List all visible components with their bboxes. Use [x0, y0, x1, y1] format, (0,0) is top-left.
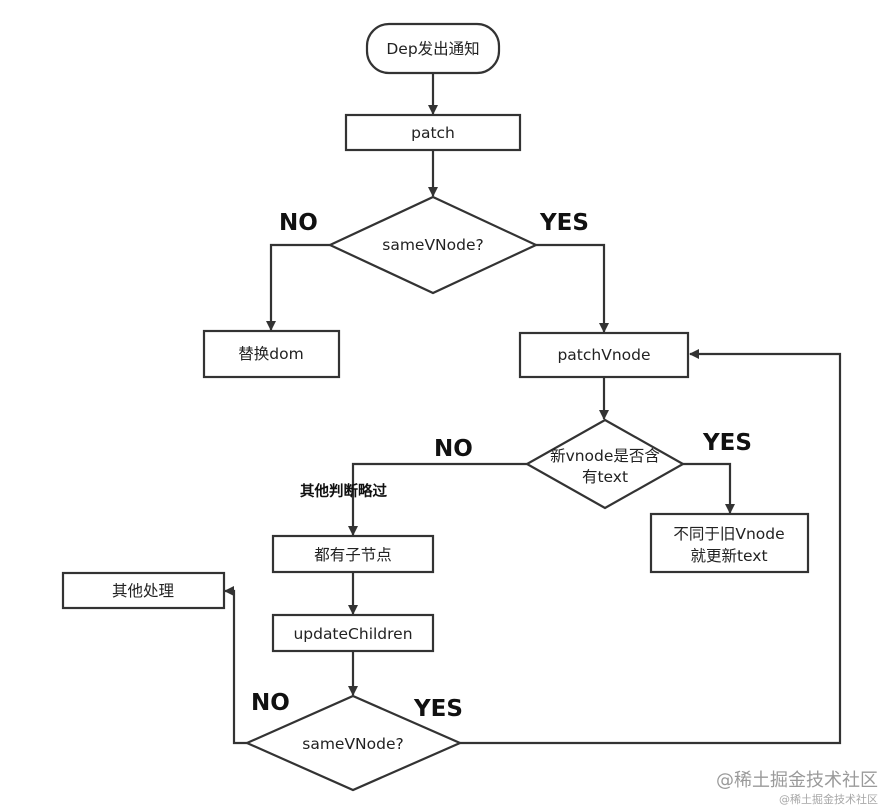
node-update-text-label-line-2: 就更新text	[690, 547, 767, 565]
node-start-label: Dep发出通知	[386, 40, 479, 58]
node-same-vnode-1-label: sameVNode?	[382, 236, 484, 254]
node-other-handling: 其他处理	[61, 571, 226, 610]
watermark-sub-text: @稀土掘金技术社区	[779, 792, 878, 806]
edge-decision-2-no	[224, 586, 247, 745]
node-same-vnode-2: sameVNode?	[244, 694, 463, 792]
node-update-children-label: updateChildren	[293, 625, 412, 643]
node-has-text-label-line-1: 新vnode是否含	[550, 447, 660, 465]
label-no-1: NO	[279, 210, 318, 236]
node-update-children: updateChildren	[271, 613, 435, 653]
watermark: @稀土掘金技术社区 @稀土掘金技术社区	[716, 770, 878, 806]
node-same-vnode-1: sameVNode?	[327, 195, 539, 295]
node-replace-dom: 替换dom	[202, 329, 341, 379]
branch-labels: NO YES NO YES NO YES 其他判断略过	[251, 210, 752, 722]
node-other-handling-label: 其他处理	[112, 582, 174, 600]
node-update-text: 不同于旧Vnode 就更新text	[649, 512, 810, 574]
node-patch-vnode: patchVnode	[518, 331, 690, 379]
node-same-vnode-2-label: sameVNode?	[302, 735, 404, 753]
node-has-children: 都有子节点	[271, 534, 435, 574]
node-start: Dep发出通知	[365, 22, 501, 75]
label-yes-2: YES	[702, 430, 752, 456]
label-no-3: NO	[251, 690, 290, 716]
edge-decision-2-yes	[460, 349, 842, 745]
label-skip-note: 其他判断略过	[300, 482, 387, 500]
edge-decision-text-no	[348, 462, 527, 536]
edge-decision-1-yes	[536, 243, 609, 333]
node-patch: patch	[344, 113, 522, 152]
node-has-children-label: 都有子节点	[314, 546, 392, 564]
node-patch-label: patch	[411, 124, 455, 142]
edges	[224, 73, 842, 745]
node-has-text: 新vnode是否含 有text	[524, 418, 686, 510]
label-yes-1: YES	[539, 210, 589, 236]
node-has-text-label-line-2: 有text	[582, 468, 628, 486]
edge-decision-1-no	[266, 243, 330, 331]
label-yes-3: YES	[413, 696, 463, 722]
node-replace-dom-label: 替换dom	[238, 345, 303, 363]
watermark-main-text: @稀土掘金技术社区	[716, 770, 878, 791]
edge-decision-text-yes	[683, 462, 735, 514]
label-no-2: NO	[434, 436, 473, 462]
node-patch-vnode-label: patchVnode	[557, 346, 650, 364]
node-update-text-label-line-1: 不同于旧Vnode	[673, 525, 784, 543]
